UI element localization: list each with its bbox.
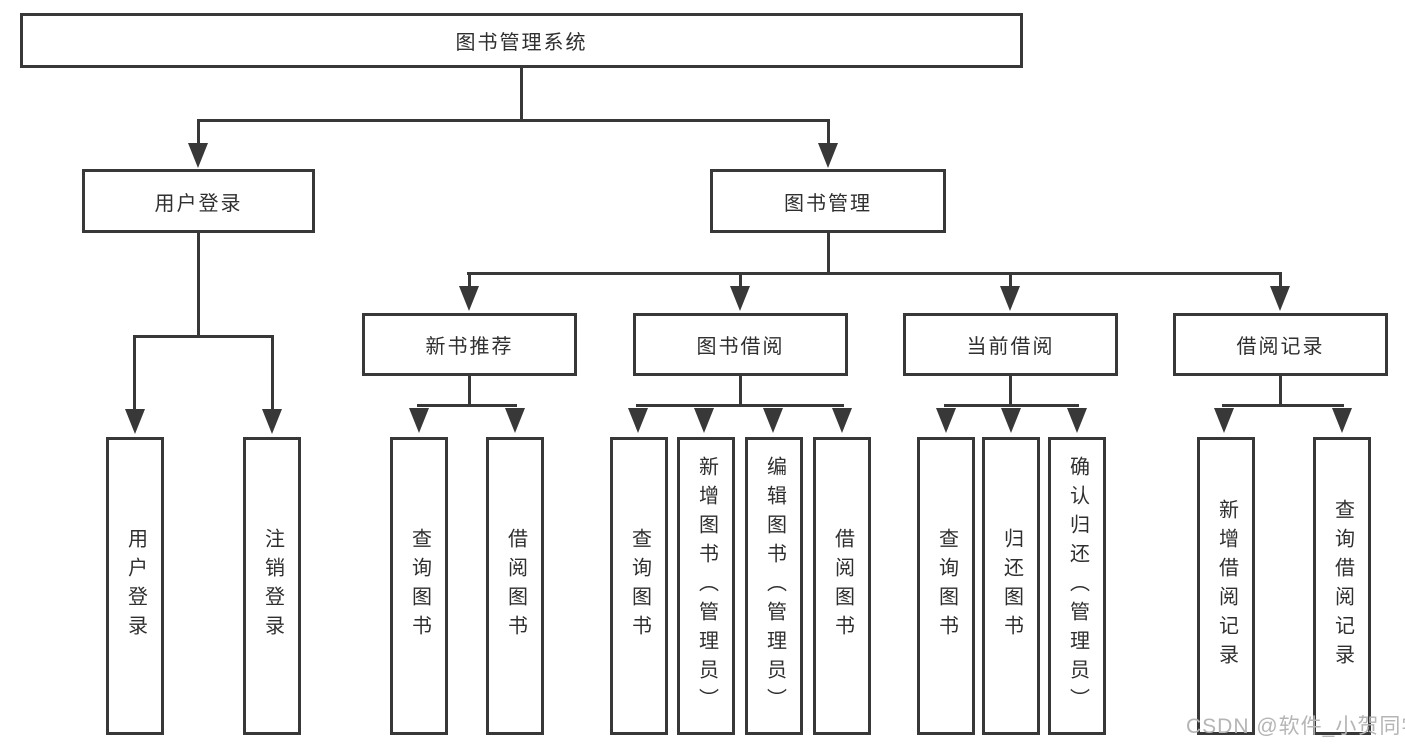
arrowhead-down-icon (1214, 408, 1234, 433)
leaf-add-borrow-record-label: 新增借阅记录 (1215, 499, 1238, 673)
connector-line (467, 272, 1282, 275)
arrowhead-down-icon (832, 408, 852, 433)
connector-line (271, 335, 274, 411)
leaf-confirm-return-admin-label: 确认归还（管理员） (1066, 455, 1089, 717)
connector-line (133, 335, 274, 338)
leaf-query-books-current: 查询图书 (917, 437, 975, 735)
leaf-confirm-return-admin: 确认归还（管理员） (1048, 437, 1106, 735)
leaf-user-login-label: 用户登录 (124, 528, 147, 644)
connector-line (1009, 272, 1012, 288)
connector-line (1009, 376, 1012, 407)
connector-line (468, 376, 471, 407)
leaf-query-borrow-record: 查询借阅记录 (1313, 437, 1371, 735)
arrowhead-down-icon (459, 286, 479, 311)
node-library-system: 图书管理系统 (20, 13, 1023, 68)
connector-line (417, 404, 517, 407)
connector-line (636, 404, 844, 407)
leaf-logout: 注销登录 (243, 437, 301, 735)
connector-line (197, 119, 200, 147)
arrowhead-down-icon (763, 408, 783, 433)
node-book-borrow-label: 图书借阅 (696, 336, 785, 358)
connector-line (1279, 272, 1282, 288)
arrowhead-down-icon (1270, 286, 1290, 311)
node-book-management: 图书管理 (710, 169, 946, 233)
arrowhead-down-icon (818, 143, 838, 168)
connector-line (197, 119, 830, 122)
arrowhead-down-icon (1001, 408, 1021, 433)
connector-line (827, 119, 830, 147)
leaf-return-books-label: 归还图书 (1000, 528, 1023, 644)
arrowhead-down-icon (125, 409, 145, 434)
arrowhead-down-icon (936, 408, 956, 433)
connector-line (827, 233, 830, 275)
leaf-edit-books-admin-label: 编辑图书（管理员） (763, 455, 786, 717)
leaf-query-books-recommend: 查询图书 (390, 437, 448, 735)
node-borrow-record: 借阅记录 (1173, 313, 1388, 376)
connector-line (739, 272, 742, 288)
arrowhead-down-icon (505, 408, 525, 433)
leaf-query-books-recommend-label: 查询图书 (408, 528, 431, 644)
leaf-add-borrow-record: 新增借阅记录 (1197, 437, 1255, 735)
leaf-borrow-books: 借阅图书 (813, 437, 871, 735)
connector-line (520, 68, 523, 122)
arrowhead-down-icon (262, 409, 282, 434)
node-user-login-label: 用户登录 (154, 192, 243, 215)
leaf-edit-books-admin: 编辑图书（管理员） (745, 437, 803, 735)
leaf-borrow-books-recommend: 借阅图书 (486, 437, 544, 735)
leaf-query-books-current-label: 查询图书 (935, 528, 958, 644)
connector-line (1222, 404, 1344, 407)
node-new-book-recommend: 新书推荐 (362, 313, 577, 376)
node-library-system-label: 图书管理系统 (455, 32, 588, 54)
leaf-query-books-borrow: 查询图书 (610, 437, 668, 735)
connector-line (133, 335, 136, 411)
arrowhead-down-icon (1000, 286, 1020, 311)
connector-line (739, 376, 742, 407)
arrowhead-down-icon (694, 408, 714, 433)
node-book-management-label: 图书管理 (784, 192, 872, 215)
arrowhead-down-icon (628, 408, 648, 433)
arrowhead-down-icon (188, 143, 208, 168)
arrowhead-down-icon (1332, 408, 1352, 433)
csdn-watermark: CSDN @软件_小贺同学 (1186, 715, 1405, 738)
leaf-borrow-books-recommend-label: 借阅图书 (504, 528, 527, 644)
connector-line (1279, 376, 1282, 407)
connector-line (197, 233, 200, 337)
node-new-book-recommend-label: 新书推荐 (425, 336, 514, 358)
leaf-borrow-books-label: 借阅图书 (831, 528, 854, 644)
leaf-query-borrow-record-label: 查询借阅记录 (1331, 499, 1354, 673)
node-borrow-record-label: 借阅记录 (1236, 336, 1325, 358)
node-user-login: 用户登录 (82, 169, 315, 233)
leaf-add-books-admin-label: 新增图书（管理员） (695, 455, 718, 717)
arrowhead-down-icon (1067, 408, 1087, 433)
leaf-add-books-admin: 新增图书（管理员） (677, 437, 735, 735)
leaf-logout-label: 注销登录 (261, 528, 284, 644)
connector-line (944, 404, 1079, 407)
node-book-borrow: 图书借阅 (633, 313, 848, 376)
leaf-query-books-borrow-label: 查询图书 (628, 528, 651, 644)
leaf-return-books: 归还图书 (982, 437, 1040, 735)
connector-line (468, 272, 471, 288)
arrowhead-down-icon (409, 408, 429, 433)
leaf-user-login: 用户登录 (106, 437, 164, 735)
arrowhead-down-icon (730, 286, 750, 311)
node-current-borrow-label: 当前借阅 (966, 336, 1055, 358)
node-current-borrow: 当前借阅 (903, 313, 1118, 376)
